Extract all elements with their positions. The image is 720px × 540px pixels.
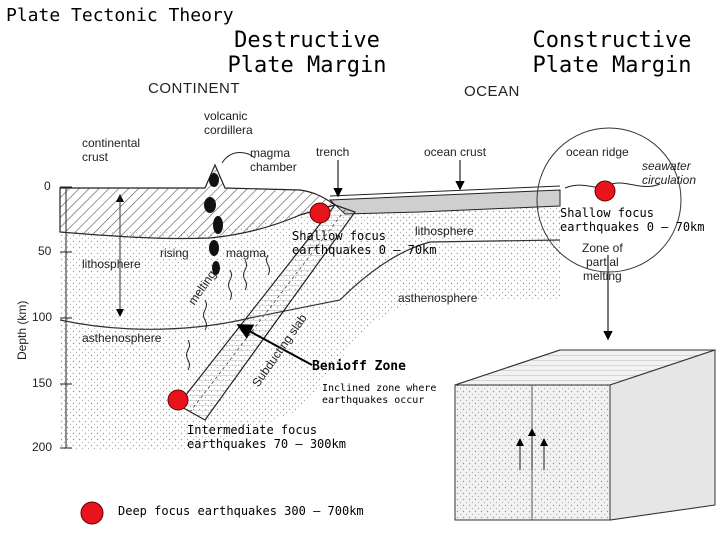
trench-label: trench: [316, 145, 350, 159]
magma-chamber-label: magma chamber: [250, 146, 297, 175]
partial-melting-line1: Zone of: [582, 241, 623, 255]
shallow-constructive-line2: earthquakes 0 – 70km: [560, 219, 705, 234]
depth-tick-0: 0: [44, 179, 51, 193]
benioff-desc-line2: earthquakes occur: [322, 394, 425, 406]
depth-tick-100: 100: [32, 310, 53, 324]
volcanic-cordillera-label: volcanic cordillera: [204, 109, 253, 138]
continent-label: CONTINENT: [148, 80, 240, 97]
deep-focus-legend: Deep focus earthquakes 300 – 700km: [118, 504, 364, 518]
heading-destructive-line2: Plate Margin: [227, 53, 387, 79]
heading-constructive: Constructive Plate Margin: [528, 28, 696, 79]
depth-axis: [60, 186, 72, 449]
asthenosphere-fill: [60, 200, 560, 450]
lithosphere-center-label: lithosphere: [415, 224, 474, 238]
magma-chamber-line2: chamber: [250, 159, 297, 174]
intermediate-quake-marker: [167, 389, 189, 411]
shallow-quake-marker-constructive: [594, 180, 616, 202]
partial-melting-line3: melting: [583, 268, 622, 283]
continental-crust-line1: continental: [82, 136, 141, 150]
ridge-highlight-circle: [536, 127, 682, 273]
shallow-focus-constructive-note: Shallow focus earthquakes 0 – 70km: [560, 206, 705, 235]
magma-chamber-line1: magma: [250, 146, 291, 160]
rising-label: rising: [160, 246, 189, 260]
heading-constructive-line1: Constructive: [532, 28, 692, 53]
partial-melting-line2: partial: [586, 254, 619, 269]
heading-destructive: Destructive Plate Margin: [226, 28, 388, 79]
seawater-line1: seawater: [642, 159, 691, 173]
asthenosphere-left-label: asthenosphere: [82, 331, 162, 345]
slide-title: Plate Tectonic Theory: [6, 5, 234, 26]
lithosphere-left-label: lithosphere: [82, 257, 141, 271]
seawater-circulation-label: seawater circulation: [642, 159, 697, 188]
deep-quake-legend-marker: [80, 501, 104, 525]
continental-crust-label: continental crust: [82, 136, 141, 165]
ocean-ridge-label: ocean ridge: [566, 145, 629, 159]
shallow-constructive-line1: Shallow focus: [560, 206, 654, 220]
depth-tick-150: 150: [32, 376, 53, 390]
continental-crust-line2: crust: [82, 149, 109, 164]
shallow-focus-destructive-note: Shallow focus earthquakes 0 – 70km: [292, 229, 437, 258]
intermediate-line2: earthquakes 70 – 300km: [187, 436, 346, 451]
shallow-quake-marker-destructive: [309, 202, 331, 224]
magma-label: magma: [226, 246, 267, 260]
melting-squiggles: [186, 254, 270, 371]
heading-destructive-line1: Destructive: [234, 28, 380, 53]
seawater-line2: circulation: [642, 172, 697, 187]
subducting-slab: [177, 204, 356, 421]
benioff-zone-description: Inclined zone where earthquakes occur: [322, 383, 436, 406]
ridge-block-diagram: [454, 349, 716, 521]
depth-tick-50: 50: [38, 244, 52, 258]
shallow-destructive-line2: earthquakes 0 – 70km: [292, 242, 437, 257]
benioff-desc-line1: Inclined zone where: [322, 383, 437, 394]
intermediate-focus-note: Intermediate focus earthquakes 70 – 300k…: [187, 423, 346, 452]
ocean-crust-label: ocean crust: [424, 145, 487, 159]
partial-melting-label: Zone of partial melting: [582, 241, 623, 283]
volcanic-cordillera-line1: volcanic: [204, 109, 248, 123]
shallow-destructive-line1: Shallow focus: [292, 229, 386, 243]
magma-blobs: [204, 173, 223, 275]
heading-constructive-line2: Plate Margin: [532, 53, 692, 79]
ocean-label: OCEAN: [464, 83, 520, 100]
depth-tick-200: 200: [32, 440, 53, 454]
depth-axis-label: Depth (km): [15, 300, 29, 360]
asthenosphere-right-label: asthenosphere: [398, 291, 478, 305]
intermediate-line1: Intermediate focus: [187, 423, 318, 437]
volcanic-cordillera-line2: cordillera: [204, 122, 253, 137]
benioff-zone-title: Benioff Zone: [312, 359, 406, 374]
